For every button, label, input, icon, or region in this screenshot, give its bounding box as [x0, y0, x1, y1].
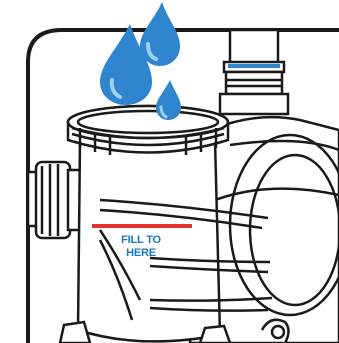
water-drop-top-icon	[140, 2, 180, 66]
fill-label-line-2: HERE	[126, 247, 156, 259]
discharge-pipe	[220, 30, 288, 114]
water-drop-small-icon	[156, 80, 181, 120]
strainer-housing	[68, 106, 228, 341]
water-drop-icon	[100, 2, 181, 120]
fill-label-line-1: FILL TO	[121, 234, 161, 246]
